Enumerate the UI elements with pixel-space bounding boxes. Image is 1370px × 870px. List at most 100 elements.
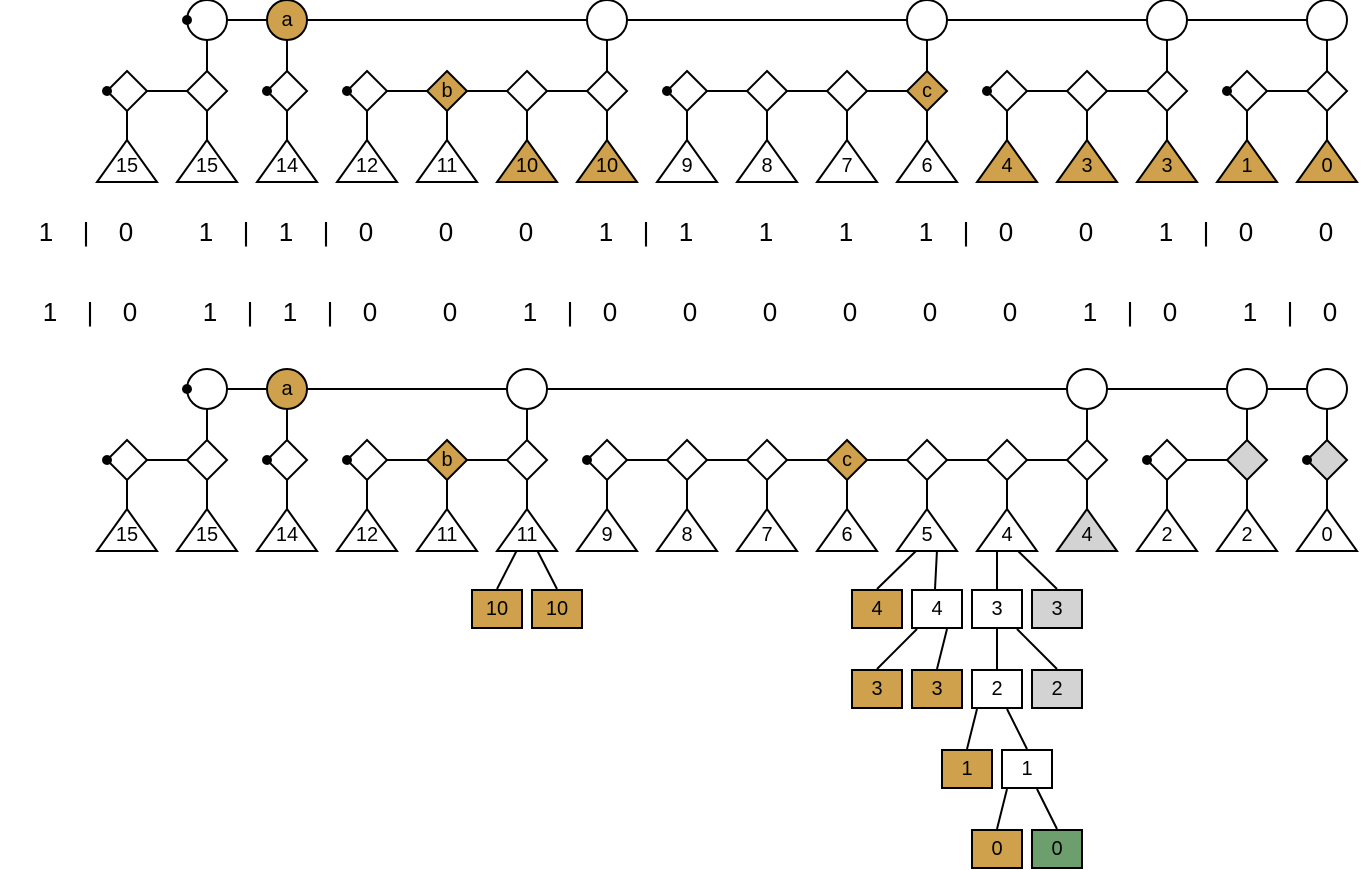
diamond-node bbox=[585, 438, 629, 482]
triangle-node bbox=[415, 507, 479, 552]
triangle-node bbox=[575, 138, 639, 183]
marker-dot bbox=[1222, 86, 1232, 96]
triangle-node-label: 14 bbox=[276, 524, 298, 546]
box-node bbox=[971, 589, 1023, 629]
marker-dot bbox=[262, 455, 272, 465]
marker-dot bbox=[102, 86, 112, 96]
triangle-node bbox=[895, 507, 959, 552]
edge-line bbox=[1006, 708, 1028, 750]
bit-value: 0 bbox=[359, 217, 373, 247]
diamond-node bbox=[1145, 438, 1189, 482]
box-node-label: 3 bbox=[1051, 598, 1062, 620]
triangle-node-label: 15 bbox=[196, 155, 218, 177]
triangle-node bbox=[575, 507, 639, 552]
root-node-circle bbox=[586, 0, 628, 41]
triangle-node bbox=[335, 138, 399, 183]
box-node-label: 10 bbox=[546, 598, 568, 620]
bit-value: 0 bbox=[439, 217, 453, 247]
diamond-node bbox=[185, 438, 229, 482]
triangle-node-label: 1 bbox=[1241, 155, 1252, 177]
triangle-node bbox=[335, 507, 399, 552]
diamond-node bbox=[1065, 438, 1109, 482]
triangle-node-label: 4 bbox=[1001, 524, 1012, 546]
bit-value: 0 bbox=[119, 217, 133, 247]
diamond-node bbox=[185, 69, 229, 113]
diamond-node bbox=[985, 438, 1029, 482]
row-separator: | bbox=[83, 217, 90, 247]
box-node-label: 3 bbox=[991, 598, 1002, 620]
edge-line bbox=[1016, 549, 1058, 590]
bit-value: 1 bbox=[679, 217, 693, 247]
bit-value: 1 bbox=[523, 297, 537, 327]
triangle-node bbox=[255, 138, 319, 183]
row-separator: | bbox=[1287, 297, 1294, 327]
diamond-node bbox=[745, 69, 789, 113]
triangle-node bbox=[1135, 138, 1199, 183]
bit-value: 0 bbox=[1079, 217, 1093, 247]
triangle-node-label: 7 bbox=[761, 524, 772, 546]
bit-value: 0 bbox=[443, 297, 457, 327]
edge-line bbox=[934, 549, 938, 590]
bit-value: 1 bbox=[759, 217, 773, 247]
triangle-node-label: 0 bbox=[1321, 524, 1332, 546]
diamond-node bbox=[345, 69, 389, 113]
box-node bbox=[1031, 829, 1083, 869]
triangle-node-label: 3 bbox=[1081, 155, 1092, 177]
diamond-node bbox=[665, 438, 709, 482]
root-node-circle bbox=[506, 368, 548, 410]
triangle-node-label: 2 bbox=[1161, 524, 1172, 546]
triangle-node bbox=[415, 138, 479, 183]
row-separator: | bbox=[1203, 217, 1210, 247]
triangle-node bbox=[1055, 507, 1119, 552]
triangle-node bbox=[175, 138, 239, 183]
root-node-circle bbox=[1066, 368, 1108, 410]
diamond-node bbox=[745, 438, 789, 482]
triangle-node bbox=[1295, 507, 1359, 552]
row-separator: | bbox=[1127, 297, 1134, 327]
bit-value: 0 bbox=[1239, 217, 1253, 247]
bit-value: 0 bbox=[1323, 297, 1337, 327]
triangle-node bbox=[655, 507, 719, 552]
marker-dot bbox=[982, 86, 992, 96]
root-node-circle bbox=[266, 368, 308, 410]
bit-value: 1 bbox=[839, 217, 853, 247]
bit-value: 1 bbox=[39, 217, 53, 247]
triangle-node-label: 11 bbox=[437, 524, 458, 546]
bit-value: 0 bbox=[999, 217, 1013, 247]
triangle-node bbox=[95, 507, 159, 552]
triangle-node-label: 8 bbox=[761, 155, 772, 177]
triangle-node-label: 9 bbox=[601, 524, 612, 546]
root-node-circle bbox=[906, 0, 948, 41]
triangle-node-label: 9 bbox=[681, 155, 692, 177]
triangle-node-label: 7 bbox=[841, 155, 852, 177]
diamond-node bbox=[1225, 69, 1269, 113]
bit-value: 1 bbox=[279, 217, 293, 247]
diamond-node bbox=[825, 69, 869, 113]
marker-dot bbox=[582, 455, 592, 465]
box-node-label: 0 bbox=[991, 838, 1002, 860]
edge-line bbox=[936, 628, 948, 670]
edge-line bbox=[1036, 788, 1058, 830]
bit-value: 0 bbox=[363, 297, 377, 327]
bit-value: 1 bbox=[199, 217, 213, 247]
diamond-node bbox=[105, 438, 149, 482]
edge-line bbox=[966, 708, 978, 750]
bit-value: 1 bbox=[919, 217, 933, 247]
root-node-circle bbox=[1306, 368, 1348, 410]
triangle-node-label: 12 bbox=[356, 524, 378, 546]
triangle-node-label: 6 bbox=[921, 155, 932, 177]
box-node bbox=[941, 749, 993, 789]
bit-value: 0 bbox=[1319, 217, 1333, 247]
diamond-node bbox=[825, 438, 869, 482]
edge-line bbox=[876, 549, 918, 590]
triangle-node bbox=[895, 138, 959, 183]
diamond-node bbox=[905, 69, 949, 113]
bit-value: 0 bbox=[519, 217, 533, 247]
row-separator: | bbox=[567, 297, 574, 327]
triangle-node-label: 2 bbox=[1241, 524, 1252, 546]
bit-value: 0 bbox=[763, 297, 777, 327]
box-node-label: 4 bbox=[931, 598, 942, 620]
triangle-node bbox=[1295, 138, 1359, 183]
bit-value: 0 bbox=[123, 297, 137, 327]
